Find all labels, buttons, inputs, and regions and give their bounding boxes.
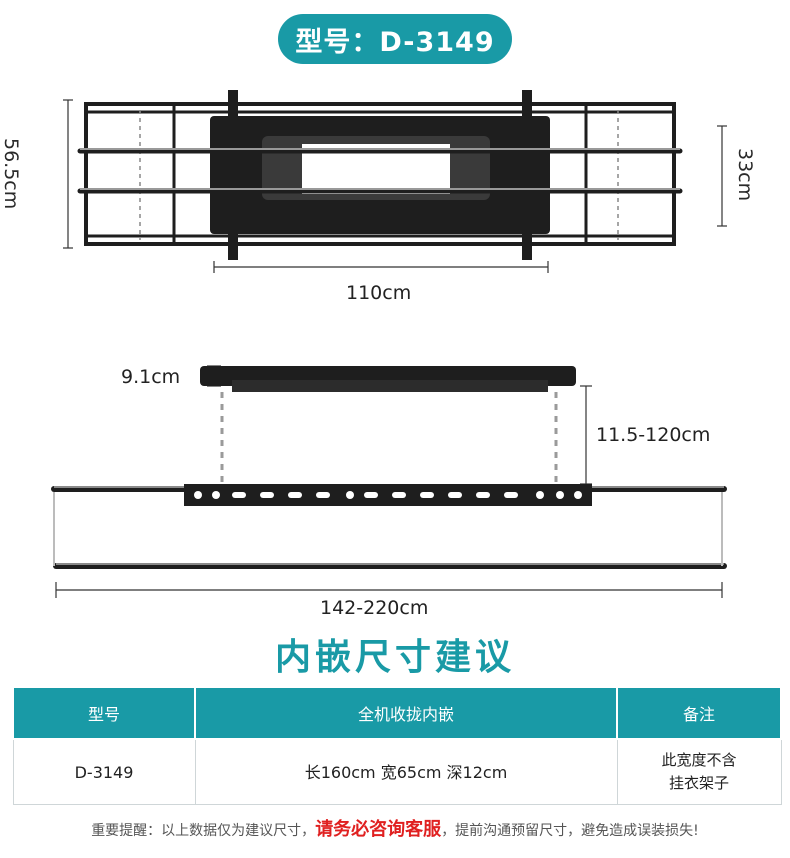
cell-note: 此宽度不含 挂衣架子 xyxy=(616,738,782,805)
drop-range-label: 11.5-120cm xyxy=(596,424,711,446)
spec-table: 型号 全机收拢内嵌 备注 D-3149 长160cm 宽65cm 深12cm 此… xyxy=(12,686,782,805)
product-dimension-drawing xyxy=(51,90,727,598)
spec-table-header-row: 型号 全机收拢内嵌 备注 xyxy=(12,686,782,740)
top-view-inner-depth-label: 33cm xyxy=(734,148,756,202)
top-view-width-label: 110cm xyxy=(346,282,412,304)
footnote: 重要提醒：以上数据仅为建议尺寸，请务必咨询客服，提前沟通预留尺寸，避免造成误装损… xyxy=(0,815,790,841)
motor-height-label: 9.1cm xyxy=(121,366,181,388)
header-note: 备注 xyxy=(616,686,782,740)
header-model: 型号 xyxy=(12,686,196,740)
table-row: D-3149 长160cm 宽65cm 深12cm 此宽度不含 挂衣架子 xyxy=(12,738,782,805)
footnote-highlight: 请务必咨询客服 xyxy=(315,819,442,840)
extend-range-label: 142-220cm xyxy=(320,597,429,619)
cell-model: D-3149 xyxy=(12,738,196,805)
header-size: 全机收拢内嵌 xyxy=(194,686,618,740)
model-number-badge: 型号：D-3149 xyxy=(278,14,512,64)
footnote-part-2: ，提前沟通预留尺寸，避免造成误装损失! xyxy=(441,823,699,839)
top-view-drawing xyxy=(63,90,727,273)
section-title: 内嵌尺寸建议 xyxy=(274,637,515,678)
note-line-2: 挂衣架子 xyxy=(668,774,729,792)
cell-size: 长160cm 宽65cm 深12cm xyxy=(194,738,618,805)
footnote-part-1: 重要提醒：以上数据仅为建议尺寸， xyxy=(91,823,316,839)
top-view-depth-label: 56.5cm xyxy=(0,138,22,210)
note-line-1: 此宽度不含 xyxy=(661,751,737,769)
side-view-drawing xyxy=(51,365,727,598)
